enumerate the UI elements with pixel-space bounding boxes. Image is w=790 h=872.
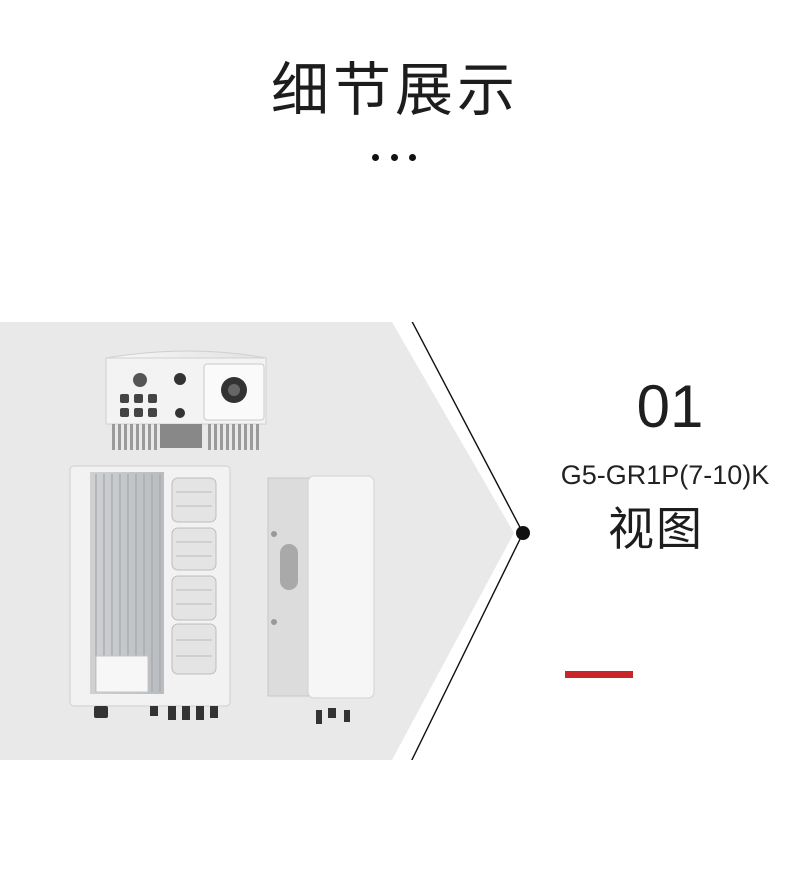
- page-title: 细节展示: [270, 56, 519, 124]
- inverter-bottom-view: [105, 350, 267, 450]
- inverter-product-image: [69, 350, 375, 724]
- section-number: 01: [636, 373, 704, 440]
- model-name: G5-GR1P(7-10)K: [560, 460, 770, 490]
- inverter-side-view: [267, 475, 375, 724]
- three-dots-icon: [372, 154, 416, 162]
- dot: [409, 154, 416, 161]
- dot: [390, 154, 398, 161]
- view-label: 视图: [608, 502, 704, 556]
- accent-bar: [565, 671, 633, 678]
- inverter-back-view: [69, 465, 231, 720]
- chevron-tip-dot: [516, 526, 530, 540]
- dot: [372, 154, 379, 161]
